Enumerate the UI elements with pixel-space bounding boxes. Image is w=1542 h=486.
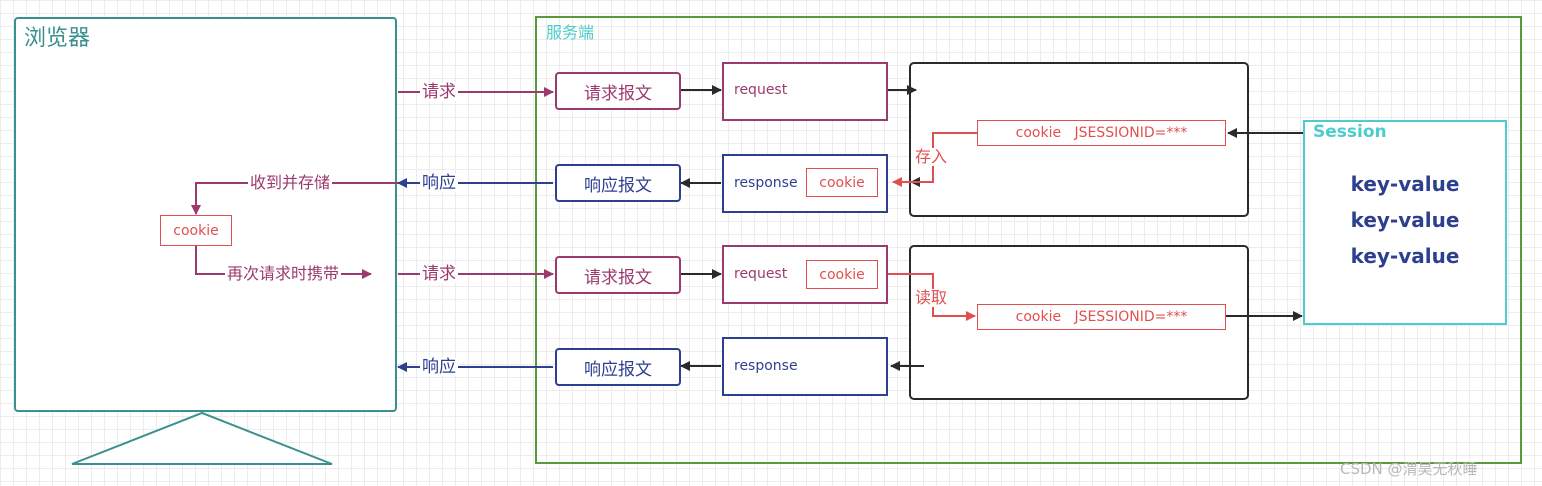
- server-title: 服务端: [546, 23, 595, 42]
- response-message-top: 响应报文: [555, 164, 681, 202]
- response-node-label: response: [734, 358, 798, 374]
- response-cookie-node: cookie: [806, 168, 878, 197]
- label-request-bottom: 请求: [420, 264, 458, 284]
- response-message-bottom: 响应报文: [555, 348, 681, 386]
- label-receive-store: 收到并存储: [248, 173, 333, 192]
- request-node-top: [722, 62, 888, 121]
- browser-title: 浏览器: [24, 26, 91, 51]
- session-box: [1303, 120, 1507, 325]
- watermark: CSDN @渭昊无秋睡: [1340, 460, 1478, 478]
- server-frame: [535, 16, 1522, 464]
- browser-cookie-node: cookie: [160, 215, 232, 246]
- jsessionid-store-node: cookie JSESSIONID=***: [977, 120, 1226, 146]
- label-store-in: 存入: [913, 147, 950, 166]
- browser-frame: [14, 17, 397, 412]
- session-entry: key-value: [1350, 244, 1460, 268]
- request-message-bottom: 请求报文: [555, 256, 681, 294]
- label-response-top: 响应: [420, 173, 458, 193]
- session-entry: key-value: [1350, 208, 1460, 232]
- label-read: 读取: [913, 288, 950, 307]
- label-carry-again: 再次请求时携带: [225, 264, 342, 283]
- label-request-top: 请求: [420, 82, 458, 102]
- session-entry: key-value: [1350, 172, 1460, 196]
- request-node-label: request: [734, 82, 788, 98]
- request-node-label: request: [734, 266, 788, 282]
- response-node-label: response: [734, 175, 798, 191]
- request-cookie-node: cookie: [806, 260, 878, 289]
- response-node-bottom: [722, 337, 888, 396]
- jsessionid-read-node: cookie JSESSIONID=***: [977, 304, 1226, 330]
- session-title: Session: [1313, 122, 1387, 142]
- label-response-bottom: 响应: [420, 357, 458, 377]
- request-message-top: 请求报文: [555, 72, 681, 110]
